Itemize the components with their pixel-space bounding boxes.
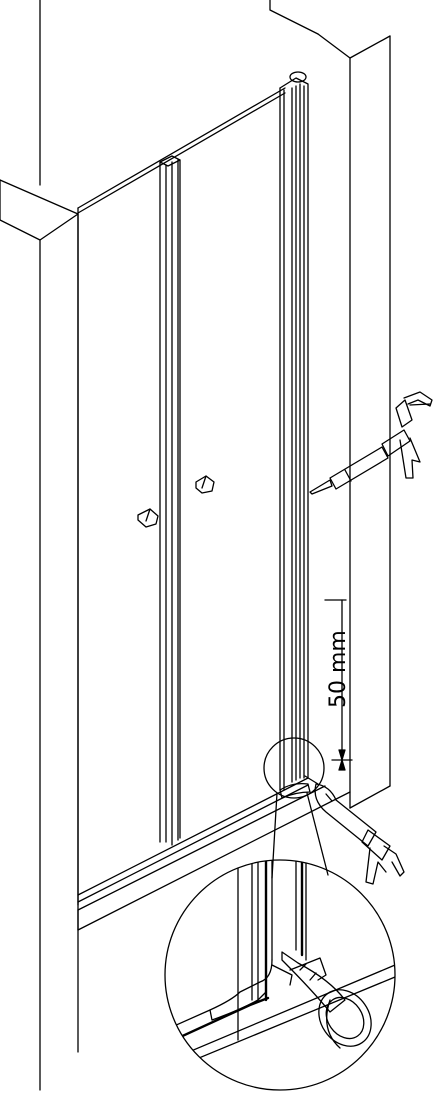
dimension-50mm: 50 mm: [324, 599, 353, 771]
wall-left: [0, 179, 79, 1091]
caulking-gun-lower-icon: [304, 775, 405, 885]
wall-right: [39, 0, 391, 809]
center-stile: [159, 155, 181, 846]
detail-magnifier: [164, 859, 396, 1091]
shower-tray: [77, 777, 351, 931]
caulking-gun-upper-icon: [309, 391, 433, 495]
detail-highlight-circle: [263, 737, 325, 799]
wall-profile: [279, 71, 309, 791]
shower-door: [77, 87, 286, 906]
door-handle-left: [137, 508, 159, 528]
door-handle-right: [195, 475, 215, 494]
dimension-label: 50 mm: [326, 630, 351, 708]
